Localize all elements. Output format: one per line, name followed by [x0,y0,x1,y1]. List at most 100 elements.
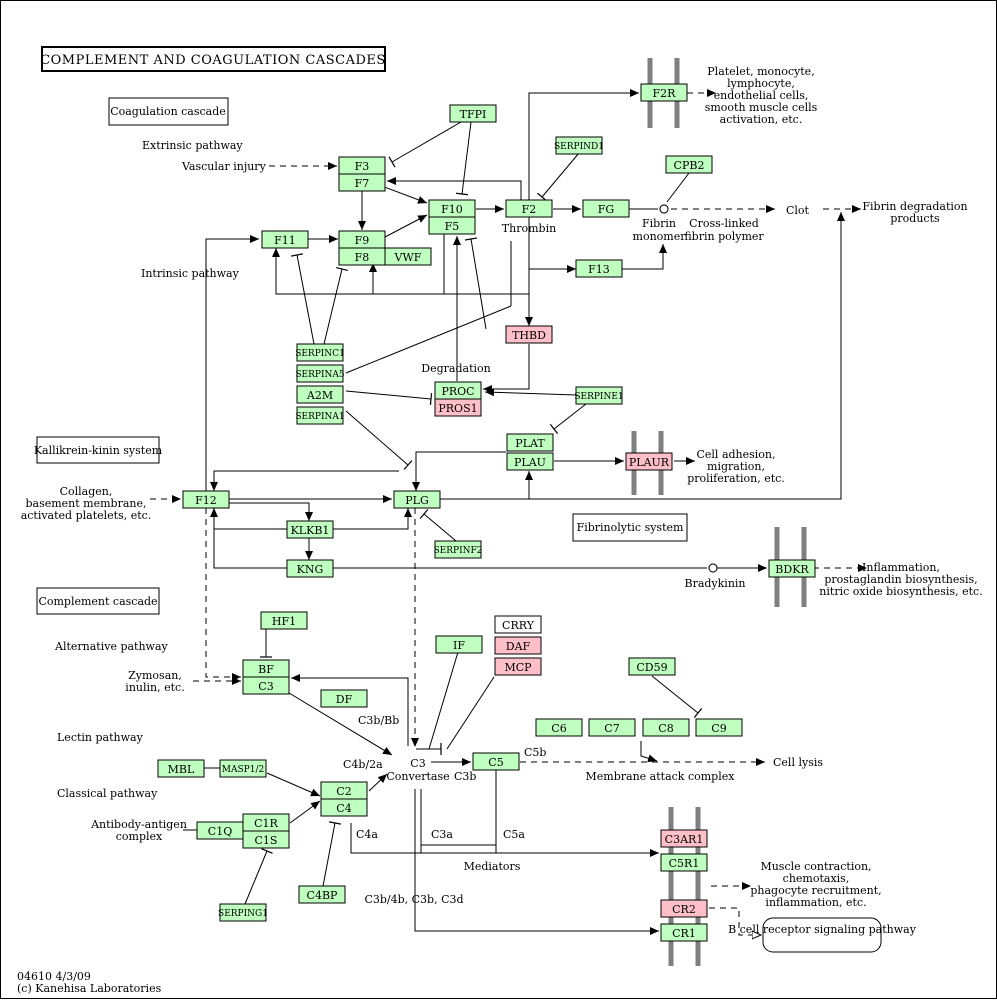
gene-c5[interactable]: C5 [472,752,520,771]
svg-text:SERPINF2: SERPINF2 [434,546,483,556]
svg-text:Classical pathway: Classical pathway [57,787,158,800]
gene-tfpi[interactable]: TFPI [449,104,497,123]
gene-serpina5[interactable]: SERPINA5 [295,364,345,383]
gene-f10[interactable]: F10 [428,199,476,218]
svg-text:F7: F7 [355,177,370,190]
gene-vwf[interactable]: VWF [384,247,432,266]
gene-c3[interactable]: C3 [242,676,290,695]
svg-text:04610 4/3/09: 04610 4/3/09 [17,970,91,983]
gene-hf1[interactable]: HF1 [260,611,308,630]
svg-text:Extrinsic pathway: Extrinsic pathway [142,139,243,152]
fibrin-monomer-node[interactable] [659,204,669,214]
gene-serpine1[interactable]: SERPINE1 [574,386,624,405]
svg-text:Complement cascade: Complement cascade [38,595,157,608]
gene-f8[interactable]: F8 [338,247,386,266]
svg-text:products: products [890,212,940,225]
gene-c9[interactable]: C9 [695,718,743,737]
gene-crry[interactable]: CRRY [494,615,542,634]
gene-plg[interactable]: PLG [393,490,441,509]
gene-c4[interactable]: C4 [320,798,368,817]
gene-f12[interactable]: F12 [182,490,230,509]
kallikrein-kinin-label[interactable]: Kallikrein-kinin system [34,436,163,464]
gene-mcp[interactable]: MCP [494,657,542,676]
gene-daf[interactable]: DAF [494,636,542,655]
gene-pros1[interactable]: PROS1 [434,398,482,417]
svg-text:Cross-linked: Cross-linked [689,217,759,230]
gene-c1r[interactable]: C1R [242,813,290,832]
gene-bdkr[interactable]: BDKR [768,559,816,578]
svg-text:F8: F8 [355,251,370,264]
gene-c7[interactable]: C7 [588,718,636,737]
bradykinin-node[interactable] [708,563,718,573]
gene-c4bp[interactable]: C4BP [298,885,346,904]
svg-text:activation, etc.: activation, etc. [720,113,803,126]
gene-serpina1[interactable]: SERPINA1 [295,406,345,425]
bcell-receptor-pathway-link[interactable]: B cell receptor signaling pathway [728,917,917,953]
svg-text:phagocyte recruitment,: phagocyte recruitment, [750,884,881,897]
gene-f11[interactable]: F11 [261,230,309,249]
svg-text:Muscle contraction,: Muscle contraction, [760,860,871,873]
gene-cr2[interactable]: CR2 [660,899,708,918]
svg-text:BF: BF [258,663,274,676]
gene-c1s[interactable]: C1S [242,830,290,849]
gene-c1q[interactable]: C1Q [196,821,244,840]
gene-plau[interactable]: PLAU [506,452,554,471]
gene-c5r1[interactable]: C5R1 [660,853,708,872]
gene-f2r[interactable]: F2R [640,83,688,102]
svg-text:Collagen,: Collagen, [60,485,113,498]
coagulation-cascade-label[interactable]: Coagulation cascade [108,97,229,126]
svg-text:chemotaxis,: chemotaxis, [783,872,850,885]
svg-text:KLKB1: KLKB1 [291,524,330,537]
reaction-edges [183,89,845,935]
gene-c3ar1[interactable]: C3AR1 [660,829,708,848]
gene-f13[interactable]: F13 [575,259,623,278]
gene-if[interactable]: IF [435,635,483,654]
svg-text:migration,: migration, [707,460,765,473]
gene-mbl[interactable]: MBL [157,759,205,778]
svg-text:PROC: PROC [441,385,474,398]
svg-text:Fibrin: Fibrin [642,217,676,230]
svg-text:A2M: A2M [306,389,333,402]
complement-cascade-label[interactable]: Complement cascade [36,587,160,615]
gene-kng[interactable]: KNG [286,559,334,578]
gene-serpinc1[interactable]: SERPINC1 [295,343,345,362]
gene-masp12[interactable]: MASP1/2 [219,759,267,778]
gene-bf[interactable]: BF [242,659,290,678]
svg-text:C4BP: C4BP [307,889,338,902]
gene-cd59[interactable]: CD59 [628,657,676,676]
svg-text:Clot: Clot [786,204,810,217]
gene-proc[interactable]: PROC [434,381,482,400]
gene-cpb2[interactable]: CPB2 [665,155,713,174]
svg-text:MBL: MBL [168,763,195,776]
gene-c8[interactable]: C8 [642,718,690,737]
gene-klkb1[interactable]: KLKB1 [286,520,334,539]
gene-df[interactable]: DF [320,689,368,708]
svg-text:C1S: C1S [255,834,278,847]
svg-text:SERPING1: SERPING1 [218,909,268,919]
gene-cr1[interactable]: CR1 [660,923,708,942]
gene-a2m[interactable]: A2M [296,385,344,404]
svg-text:C3: C3 [258,680,273,693]
svg-text:HF1: HF1 [272,615,296,628]
svg-text:monomer: monomer [633,230,687,243]
fibrinolytic-system-label[interactable]: Fibrinolytic system [572,513,688,542]
gene-c2[interactable]: C2 [320,781,368,800]
gene-f5[interactable]: F5 [428,216,476,235]
gene-f9[interactable]: F9 [338,230,386,249]
gene-f7[interactable]: F7 [338,173,386,192]
svg-text:C4: C4 [336,802,351,815]
gene-serping1[interactable]: SERPING1 [218,903,268,922]
gene-f3[interactable]: F3 [338,156,386,175]
gene-f2[interactable]: F2 [505,199,553,218]
svg-text:endothelial cells,: endothelial cells, [714,89,809,102]
gene-plat[interactable]: PLAT [506,433,554,452]
gene-thbd[interactable]: THBD [505,325,553,344]
gene-c6[interactable]: C6 [535,718,583,737]
gene-fg[interactable]: FG [582,199,630,218]
gene-serpind1[interactable]: SERPIND1 [554,136,604,155]
gene-plaur[interactable]: PLAUR [625,452,673,471]
svg-text:lymphocyte,: lymphocyte, [727,77,795,90]
svg-text:F13: F13 [588,263,610,276]
gene-serpinf2[interactable]: SERPINF2 [434,540,483,559]
